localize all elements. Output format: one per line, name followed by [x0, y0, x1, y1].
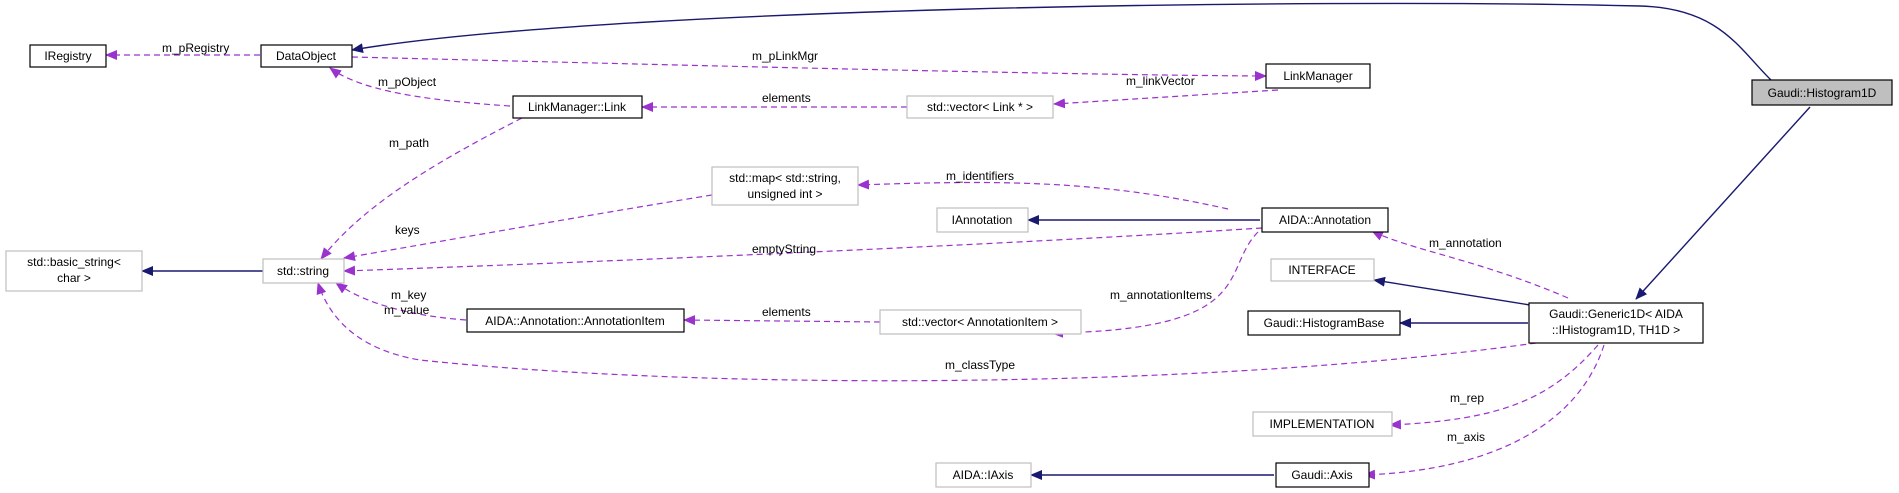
svg-text:Gaudi::Generic1D< AIDA: Gaudi::Generic1D< AIDA — [1549, 307, 1683, 321]
edge-link-vector-linkmanager — [1053, 89, 1279, 109]
edge-vectoritem-annotationitem — [683, 315, 881, 326]
node-vector-link[interactable]: std::vector< Link * > — [906, 95, 1054, 119]
edge-histogram1d-dataobject — [351, 2, 1772, 81]
svg-text:AIDA::Annotation: AIDA::Annotation — [1279, 213, 1371, 227]
edge-generic1d-axis — [1363, 344, 1605, 480]
label-m-plinkmgr: m_pLinkMgr — [752, 49, 818, 63]
label-keys: keys — [395, 223, 420, 237]
node-iregistry[interactable]: IRegistry — [29, 44, 107, 68]
edge-annotation-string — [343, 227, 1263, 276]
label-m-annotation: m_annotation — [1429, 236, 1502, 250]
edge-histogram1d-generic1d — [1635, 106, 1811, 300]
node-annotation-item[interactable]: AIDA::Annotation::AnnotationItem — [466, 308, 685, 333]
svg-text:AIDA::IAxis: AIDA::IAxis — [953, 468, 1014, 482]
svg-text:::IHistogram1D, TH1D >: ::IHistogram1D, TH1D > — [1552, 323, 1680, 337]
svg-text:std::string: std::string — [277, 264, 329, 278]
svg-text:std::vector< AnnotationItem >: std::vector< AnnotationItem > — [902, 315, 1058, 329]
svg-text:char >: char > — [57, 271, 91, 285]
nodes: Gaudi::Histogram1D IRegistry DataObject … — [5, 44, 1893, 488]
edge-link-string — [320, 117, 523, 260]
label-elements-item: elements — [762, 305, 811, 319]
node-basic-string[interactable]: std::basic_string< char > — [5, 250, 143, 292]
edge-generic1d-implementation — [1389, 344, 1599, 430]
edge-annotation-map — [857, 179, 1229, 210]
svg-text:std::map< std::string,: std::map< std::string, — [729, 171, 841, 185]
edge-generic1d-string — [316, 282, 1537, 382]
svg-text:Gaudi::Axis: Gaudi::Axis — [1291, 468, 1352, 482]
label-m-axis: m_axis — [1447, 430, 1485, 444]
label-m-linkvector: m_linkVector — [1126, 74, 1195, 88]
svg-text:DataObject: DataObject — [276, 49, 337, 63]
svg-text:unsigned int >: unsigned int > — [747, 187, 822, 201]
node-linkmanager[interactable]: LinkManager — [1265, 63, 1371, 89]
label-m-pobject: m_pObject — [378, 75, 437, 89]
label-m-rep: m_rep — [1450, 391, 1484, 405]
node-vector-annotation-item[interactable]: std::vector< AnnotationItem > — [879, 309, 1082, 335]
edges — [105, 2, 1811, 480]
svg-text:INTERFACE: INTERFACE — [1288, 263, 1355, 277]
edge-annotation-vectoritem — [1051, 231, 1259, 338]
node-iannotation[interactable]: IAnnotation — [936, 207, 1029, 233]
svg-text:std::vector< Link * >: std::vector< Link * > — [927, 100, 1033, 114]
svg-text:IMPLEMENTATION: IMPLEMENTATION — [1270, 417, 1375, 431]
svg-text:IAnnotation: IAnnotation — [952, 213, 1013, 227]
label-elements-link: elements — [762, 91, 811, 105]
node-dataobject[interactable]: DataObject — [260, 44, 353, 68]
label-m-identifiers: m_identifiers — [946, 169, 1014, 183]
svg-text:AIDA::Annotation::AnnotationIt: AIDA::Annotation::AnnotationItem — [485, 314, 664, 328]
node-histogram1d[interactable]: Gaudi::Histogram1D — [1751, 79, 1893, 106]
node-map-string-uint[interactable]: std::map< std::string, unsigned int > — [711, 166, 859, 206]
node-aida-annotation[interactable]: AIDA::Annotation — [1261, 207, 1389, 233]
svg-text:Gaudi::HistogramBase: Gaudi::HistogramBase — [1264, 316, 1385, 330]
label-m-key: m_key — [391, 288, 426, 302]
edge-annotationitem-string — [335, 282, 467, 321]
node-generic1d[interactable]: Gaudi::Generic1D< AIDA ::IHistogram1D, T… — [1528, 302, 1704, 344]
svg-text:LinkManager::Link: LinkManager::Link — [528, 100, 627, 114]
label-m-path: m_path — [389, 136, 429, 150]
edge-labels: m_pRegistry m_pLinkMgr m_pObject m_linkV… — [162, 41, 1502, 444]
edge-generic1d-interface — [1373, 276, 1531, 306]
node-linkmanager-link[interactable]: LinkManager::Link — [512, 95, 643, 119]
svg-text:LinkManager: LinkManager — [1283, 69, 1352, 83]
label-m-pregistry: m_pRegistry — [162, 41, 229, 55]
edge-link-dataobject — [329, 67, 511, 107]
node-implementation[interactable]: IMPLEMENTATION — [1252, 411, 1393, 437]
node-aida-iaxis[interactable]: AIDA::IAxis — [935, 462, 1032, 488]
node-histogrambase[interactable]: Gaudi::HistogramBase — [1247, 310, 1401, 336]
label-emptystring: emptyString — [752, 242, 816, 256]
svg-text:Gaudi::Histogram1D: Gaudi::Histogram1D — [1768, 86, 1877, 100]
svg-text:IRegistry: IRegistry — [44, 49, 91, 63]
label-m-value: m_value — [384, 303, 430, 317]
label-m-classtype: m_classType — [945, 358, 1015, 372]
label-m-annotationitems: m_annotationItems — [1110, 288, 1212, 302]
edge-generic1d-annotation — [1371, 230, 1569, 299]
node-gaudi-axis[interactable]: Gaudi::Axis — [1275, 462, 1370, 488]
node-std-string[interactable]: std::string — [262, 258, 345, 284]
edge-map-string — [343, 194, 713, 262]
svg-text:std::basic_string<: std::basic_string< — [27, 255, 121, 269]
node-interface[interactable]: INTERFACE — [1270, 258, 1375, 282]
